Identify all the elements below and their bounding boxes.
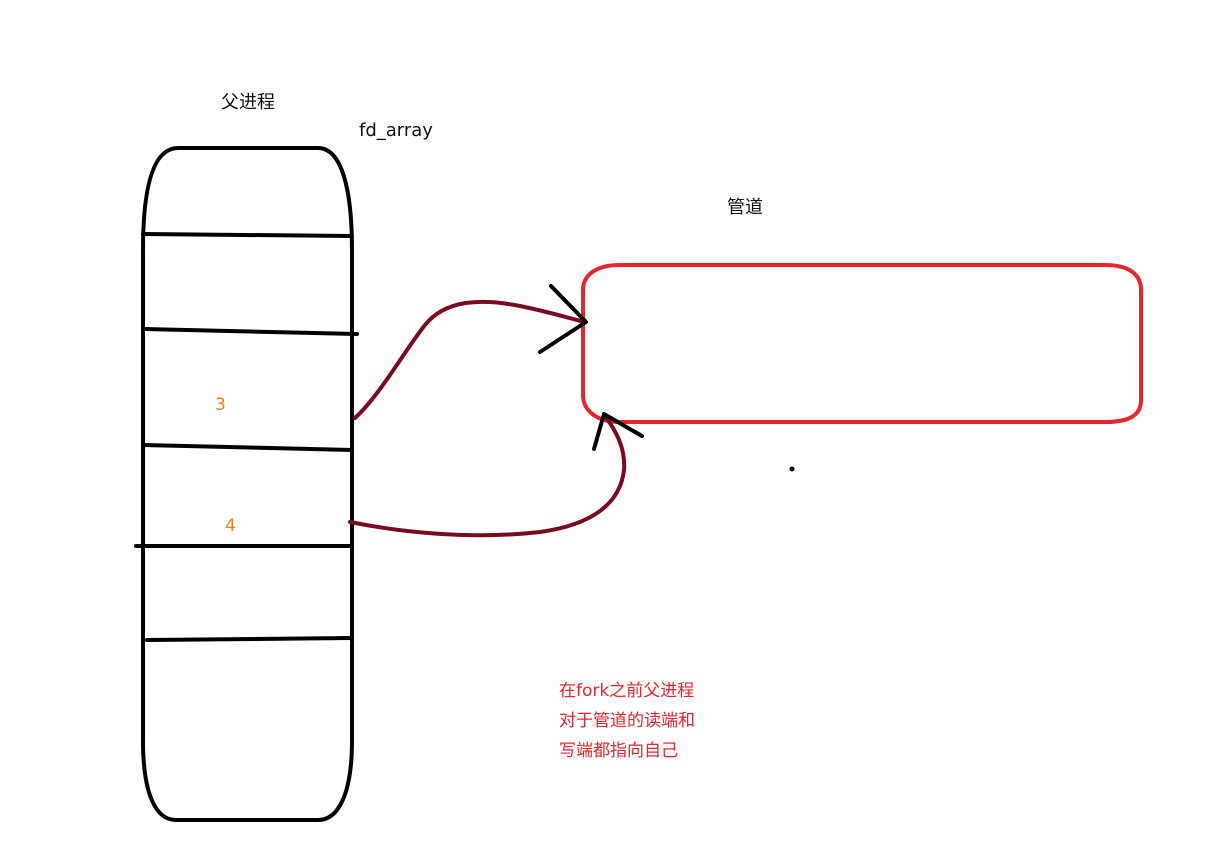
- annotation-note: 在fork之前父进程 对于管道的读端和 写端都指向自己: [559, 676, 695, 766]
- pipe-label: 管道: [727, 197, 763, 218]
- stray-dot: [789, 466, 795, 472]
- fd-3-label: 3: [215, 395, 226, 415]
- fd-4-label: 4: [225, 516, 236, 536]
- parent-process-label: 父进程: [221, 92, 275, 113]
- annotation-line-2: 对于管道的读端和: [559, 711, 695, 731]
- annotation-line-3: 写端都指向自己: [559, 741, 678, 761]
- fd-array-divider: [143, 327, 359, 336]
- fd3-arrowhead: [538, 284, 588, 354]
- fd-array-divider: [141, 443, 354, 452]
- fd-array-divider: [141, 232, 354, 238]
- pipe-box: [581, 263, 1143, 424]
- fd4-arrowhead: [592, 412, 644, 451]
- fd3-pointer-arrow: [353, 299, 587, 420]
- fd-array-divider: [145, 636, 354, 642]
- fd4-pointer-arrow: [348, 413, 627, 538]
- fd-array-label: fd_array: [359, 120, 433, 141]
- fd-array-outline: [141, 146, 354, 822]
- annotation-line-1: 在fork之前父进程: [559, 681, 695, 701]
